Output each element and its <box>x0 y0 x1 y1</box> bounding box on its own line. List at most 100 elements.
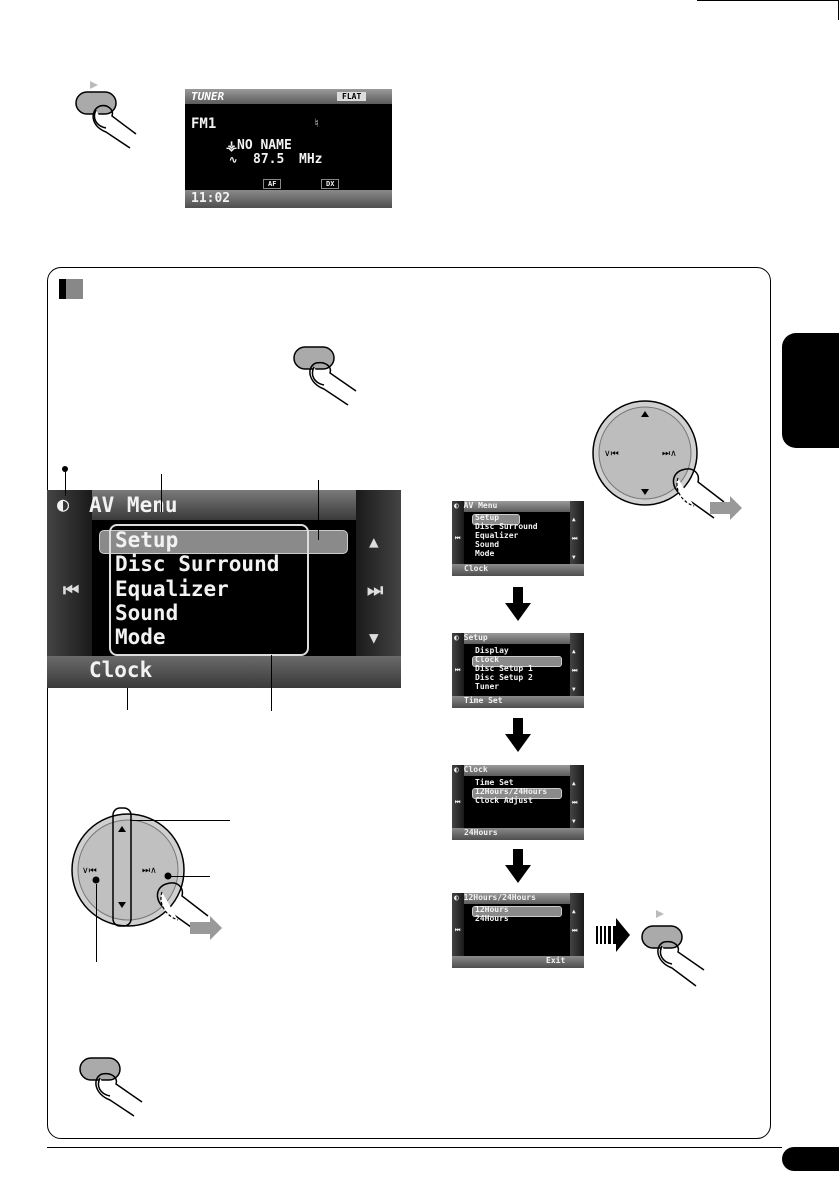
scroll-down-icon: ▼ <box>572 686 576 693</box>
corner-line <box>697 0 839 1</box>
footer-item: Time Set <box>464 696 503 705</box>
press-button-illustration <box>293 346 357 406</box>
screen-title: ◐ Clock <box>454 765 488 774</box>
footer-item: Clock <box>464 564 489 573</box>
prev-track-icon: ⏮ <box>455 535 461 542</box>
band-label: FM1 <box>191 116 217 132</box>
source-label: TUNER <box>191 90 225 103</box>
scroll-down-icon: ▼ <box>572 818 576 825</box>
menu-item[interactable]: Equalizer <box>115 577 229 601</box>
selection-highlight <box>472 514 520 525</box>
screen-title: ◐ 12Hours/24Hours <box>454 893 536 902</box>
prev-track-icon: ⏮ <box>63 580 80 601</box>
scroll-up-icon: ▲ <box>572 780 576 787</box>
press-button-illustration <box>79 1057 143 1117</box>
up-down-highlight <box>112 807 132 927</box>
menu-item[interactable]: Sound <box>475 540 500 549</box>
next-track-icon: ⏭ <box>572 667 578 674</box>
next-track-icon: ⏭ <box>572 535 578 542</box>
prev-track-icon: ⏮ <box>455 799 461 806</box>
callout-dot <box>164 872 172 880</box>
striped-arrow-icon <box>596 918 630 952</box>
footer-rule <box>47 1147 782 1148</box>
play-arrow-icon <box>656 910 664 918</box>
screen-title: ◐ Setup <box>454 633 488 642</box>
scroll-up-icon: ▲ <box>369 532 379 551</box>
press-button-illustration <box>641 910 705 987</box>
selection-highlight <box>472 906 562 917</box>
menu-item[interactable]: Tuner <box>475 682 500 691</box>
menu-item[interactable]: Clock <box>475 655 500 664</box>
menu-item[interactable]: Disc Surround <box>115 552 280 576</box>
tuner-screen: TUNER FLAT FM1 ♮ ⚶ NO NAME ∿ 87.5 MHz AF… <box>185 89 392 208</box>
control-dial-illustration: ∨⏮ ⏭∧ <box>592 400 742 520</box>
scroll-up-icon: ▲ <box>572 908 576 915</box>
page-number-tab <box>782 1147 839 1171</box>
af-indicator: AF <box>263 179 282 189</box>
scroll-up-icon: ▲ <box>572 516 576 523</box>
menu-item[interactable]: Equalizer <box>475 531 519 540</box>
down-arrow-icon <box>118 902 126 908</box>
procedure-frame <box>47 267 771 1139</box>
selection-highlight <box>472 788 562 799</box>
scroll-up-icon: ▲ <box>572 648 576 655</box>
footer-item: 24Hours <box>464 828 498 837</box>
next-track-icon: ⏭ <box>367 580 384 601</box>
control-dial-illustration: ∨⏮ ⏭∧ <box>71 807 222 940</box>
callout-line <box>170 876 210 877</box>
menu-item[interactable]: Setup <box>475 513 500 522</box>
selection-highlight <box>472 656 562 667</box>
finger-icon <box>95 1072 143 1117</box>
menu-item[interactable]: Clock Adjust <box>475 796 533 805</box>
prev-icon: ∨⏮ <box>82 866 97 876</box>
menu-item[interactable]: 12Hours <box>475 905 509 914</box>
callout-line <box>271 655 272 711</box>
next-track-icon: ⏭ <box>572 927 578 934</box>
menu-item[interactable]: Disc Setup 2 <box>475 673 533 682</box>
signal-icon: ∿ <box>229 155 238 166</box>
exit-button[interactable]: Exit <box>546 956 566 965</box>
right-arrow-icon <box>710 496 742 520</box>
menu-item[interactable]: Disc Surround <box>475 522 538 531</box>
section-marker-icon <box>59 279 83 299</box>
callout-dot <box>92 876 100 884</box>
antenna-icon: ⚶ <box>226 139 238 154</box>
prev-track-icon: ⏮ <box>455 667 461 674</box>
down-flow-arrow-icon <box>505 587 531 621</box>
play-arrow-icon <box>90 81 98 89</box>
station-name: NO NAME <box>237 138 292 153</box>
menu-item[interactable]: Sound <box>115 601 179 625</box>
callout-line <box>318 480 319 540</box>
menu-item[interactable]: 12Hours/24Hours <box>475 787 548 796</box>
press-button-illustration <box>75 81 137 149</box>
menu-item[interactable]: Time Set <box>475 778 514 787</box>
callout-dot <box>62 466 68 472</box>
dx-indicator: DX <box>321 179 340 189</box>
step-screen-av-menu: ◐ AV Menu Setup Disc Surround Equalizer … <box>452 501 584 576</box>
clock-display: 11:02 <box>191 191 231 206</box>
menu-item[interactable]: Disc Setup 1 <box>475 664 533 673</box>
menu-item[interactable]: Mode <box>115 625 166 649</box>
step-screen-clock: ◐ Clock Time Set 12Hours/24Hours Clock A… <box>452 765 584 840</box>
av-menu-screen: ◐ AV Menu Setup Disc Surround Equalizer … <box>47 490 401 688</box>
finger-icon <box>309 361 357 406</box>
menu-item[interactable]: Setup <box>115 528 179 552</box>
right-arrow-icon <box>190 916 222 940</box>
menu-item[interactable]: 24Hours <box>475 914 509 923</box>
callout-line <box>96 884 97 962</box>
finger-icon <box>657 940 705 987</box>
next-icon: ⏭∧ <box>142 866 157 876</box>
prev-track-icon: ⏮ <box>455 927 461 934</box>
next-icon: ⏭∧ <box>662 449 677 459</box>
step-screen-setup: ◐ Setup Display Clock Disc Setup 1 Disc … <box>452 633 584 708</box>
down-flow-arrow-icon <box>505 849 531 883</box>
step-screen-12-24-hours: ◐ 12Hours/24Hours 12Hours 24Hours ⏮ ⏭ ▲ … <box>452 893 584 968</box>
menu-items-box <box>109 524 309 656</box>
callout-line <box>65 469 66 496</box>
menu-item[interactable]: Mode <box>475 549 495 558</box>
finger-icon <box>92 104 137 149</box>
menu-item[interactable]: Display <box>475 646 509 655</box>
callout-line <box>127 688 128 710</box>
screen-title: ◐ AV Menu <box>454 501 498 510</box>
scroll-down-icon: ▼ <box>572 554 576 561</box>
